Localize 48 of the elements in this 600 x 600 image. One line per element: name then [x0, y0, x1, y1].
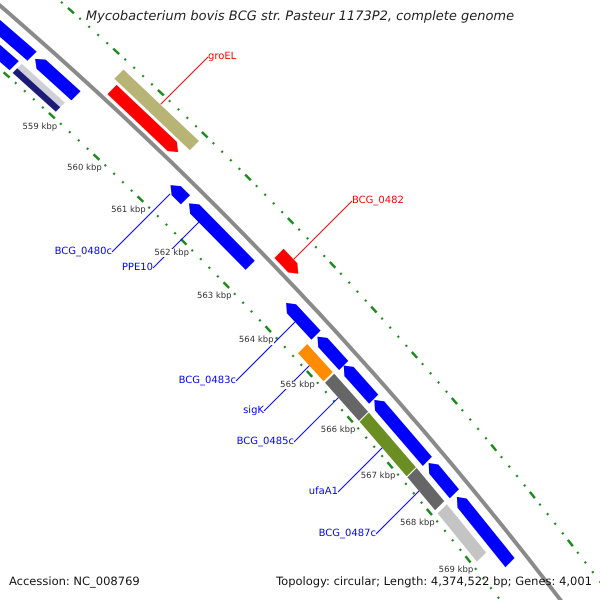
gene-block: [298, 344, 333, 382]
gene-label: BCG_0480c: [54, 247, 112, 257]
tick-label: 568 kbp: [400, 519, 435, 528]
gene-feature: [107, 84, 178, 152]
leader-line: [160, 56, 208, 105]
gene-block: [325, 374, 368, 421]
tick-label: 566 kbp: [320, 426, 356, 435]
leader-line: [152, 222, 200, 268]
gene-label: BCG_0485c: [236, 437, 294, 447]
gene-feature: [374, 400, 432, 466]
title: Mycobacterium bovis BCG str. Pasteur 1173P2, complete genome: [84, 10, 516, 23]
leader-line: [236, 321, 296, 382]
gene-feature: [35, 58, 81, 100]
gene-feature: [317, 336, 348, 370]
tick-label: 567 kbp: [360, 472, 396, 481]
gene-feature: [456, 496, 515, 568]
genome-info-text: Topology: circular; Length: 4,374,522 bp; Genes: 4,001: [276, 576, 592, 588]
tick-label: 562 kbp: [154, 248, 189, 258]
leader-line: [338, 447, 383, 492]
gene-label: BCG_0483c: [178, 376, 236, 386]
tick-label: 569 kbp: [438, 566, 474, 575]
tick-label: 563 kbp: [196, 292, 232, 301]
gene-feature: [170, 185, 190, 204]
gene-label: PPE10: [122, 263, 153, 273]
tick-label: 565 kbp: [280, 380, 315, 390]
gene-feature: [344, 366, 378, 404]
leader-line: [376, 490, 420, 534]
gene-label: ufaA1: [308, 487, 338, 497]
gene-feature: [274, 248, 298, 274]
tick-label: 559 kbp: [22, 122, 58, 132]
gene-block: [438, 504, 486, 562]
gene-block: [407, 468, 444, 510]
leader-line: [112, 193, 171, 252]
gene-feature: [286, 302, 321, 340]
tick-label: 564 kbp: [238, 336, 274, 345]
gene-block: [114, 70, 199, 150]
gene-label: groEL: [208, 52, 236, 62]
gene-label: BCG_0482: [352, 196, 404, 206]
gene-label: BCG_0487c: [318, 529, 376, 539]
gene-feature: [189, 203, 255, 270]
leader-line: [293, 200, 352, 260]
gene-label: sigK: [243, 406, 264, 416]
gene-feature: [428, 463, 459, 498]
tick-label: 560 kbp: [67, 164, 102, 173]
leader-line: [294, 397, 339, 442]
tick-label: 561 kbp: [111, 206, 146, 215]
accession-text: Accession: NC_008769: [9, 576, 140, 588]
gene-block: [12, 64, 65, 112]
